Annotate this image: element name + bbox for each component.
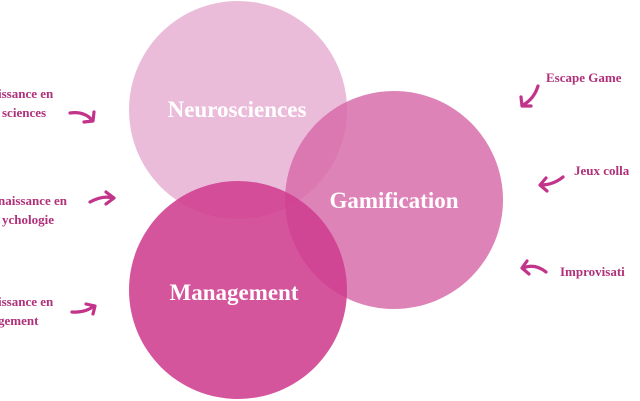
arrow-left-icon	[520, 259, 548, 276]
left-label-line: sciences	[2, 105, 46, 120]
left-label-neurosciences: issance en sciences	[0, 86, 54, 120]
arrow-left-icon	[519, 84, 540, 108]
neurosciences-label: Neurosciences	[168, 97, 307, 122]
left-label-psychologie: naissance en ychologie	[0, 193, 68, 227]
arrow-right-icon	[68, 110, 96, 124]
left-label-line: gement	[0, 313, 39, 328]
left-label-line: naissance en	[0, 193, 68, 208]
arrow-left-icon	[538, 175, 565, 193]
left-label-management: issance en gement	[0, 294, 54, 328]
gamification-label: Gamification	[329, 188, 458, 213]
arrow-right-icon	[70, 302, 97, 316]
left-label-line: issance en	[0, 86, 54, 101]
right-label-improvisation: Improvisati	[560, 264, 625, 279]
arrow-right-icon	[88, 190, 116, 206]
right-label-jeux-colla: Jeux colla	[574, 163, 630, 178]
left-label-line: ychologie	[2, 212, 54, 227]
management-label: Management	[169, 280, 298, 305]
management-circle	[129, 181, 347, 399]
left-label-line: issance en	[0, 294, 54, 309]
right-label-escape-game: Escape Game	[546, 70, 622, 85]
